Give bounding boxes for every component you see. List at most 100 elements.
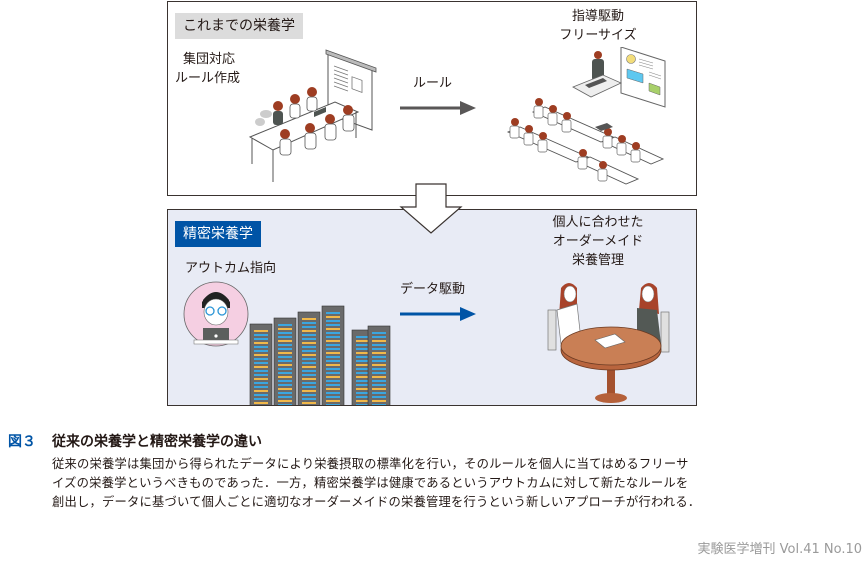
- rule-label: ルール: [413, 76, 453, 91]
- server-led: [356, 392, 370, 394]
- conventional-nutrition-panel: これまでの栄養学 集団対応 ルール作成: [167, 1, 697, 196]
- server-led: [302, 378, 316, 380]
- figure-description: 従来の栄養学は集団から得られたデータにより栄養摂取の標準化を行い，そのルールを個…: [52, 455, 866, 512]
- server-led: [302, 350, 316, 352]
- conventional-nutrition-tag: これまでの栄養学: [175, 13, 303, 39]
- server-led: [326, 316, 340, 318]
- consultation-table-illustration: [547, 283, 670, 403]
- server-led: [302, 322, 316, 324]
- server-led: [356, 340, 370, 342]
- server-led: [372, 344, 386, 346]
- server-led: [278, 356, 292, 358]
- server-led: [278, 328, 292, 330]
- server-led: [326, 372, 340, 374]
- server-led: [326, 388, 340, 390]
- server-led: [356, 364, 370, 366]
- server-led: [326, 376, 340, 378]
- server-led: [356, 368, 370, 370]
- server-led: [326, 404, 340, 405]
- server-led: [278, 368, 292, 370]
- server-led: [302, 398, 316, 400]
- server-led: [254, 398, 268, 400]
- server-led: [372, 384, 386, 386]
- server-led: [302, 394, 316, 396]
- server-led: [356, 336, 370, 338]
- server-led: [326, 392, 340, 394]
- server-led: [356, 348, 370, 350]
- server-led: [356, 396, 370, 398]
- server-led: [302, 330, 316, 332]
- server-led: [372, 388, 386, 390]
- server-led: [254, 346, 268, 348]
- server-led: [278, 332, 292, 334]
- server-led: [254, 366, 268, 368]
- server-led: [372, 380, 386, 382]
- server-led: [326, 340, 340, 342]
- server-led: [302, 346, 316, 348]
- whiteboard-icon: [620, 47, 666, 108]
- server-led: [254, 378, 268, 380]
- server-led: [356, 380, 370, 382]
- server-led: [302, 358, 316, 360]
- server-led: [254, 362, 268, 364]
- guidance-freesize-label: 指導駆動 フリーサイズ: [559, 9, 637, 43]
- server-led: [302, 386, 316, 388]
- caption-line: 創出し，データに基づいて個人ごとに適切なオーダーメイドの栄養管理を行うという新し…: [52, 495, 701, 509]
- figure-number: 図３: [8, 434, 36, 450]
- server-led: [356, 352, 370, 354]
- server-led: [278, 392, 292, 394]
- server-led: [372, 392, 386, 394]
- server-rack: [249, 323, 273, 405]
- server-led: [326, 320, 340, 322]
- server-led: [326, 312, 340, 314]
- classroom-lecture-illustration: [506, 47, 666, 185]
- server-led: [372, 396, 386, 398]
- researcher-and-servers-illustration: [183, 281, 391, 405]
- group-rule-label: 集団対応 ルール作成: [175, 52, 241, 86]
- server-led: [254, 330, 268, 332]
- rule-arrow-icon: [400, 101, 476, 115]
- server-led: [372, 352, 386, 354]
- server-led: [302, 370, 316, 372]
- server-led: [356, 360, 370, 362]
- server-led: [278, 324, 292, 326]
- server-led: [356, 404, 370, 405]
- server-led: [254, 402, 268, 404]
- server-led: [356, 400, 370, 402]
- server-led: [254, 390, 268, 392]
- server-led: [254, 358, 268, 360]
- server-led: [372, 404, 386, 405]
- server-led: [302, 362, 316, 364]
- server-led: [372, 400, 386, 402]
- server-led: [356, 384, 370, 386]
- server-led: [254, 338, 268, 340]
- server-led: [278, 384, 292, 386]
- server-led: [254, 382, 268, 384]
- server-led: [356, 388, 370, 390]
- server-led: [372, 356, 386, 358]
- server-led: [278, 348, 292, 350]
- server-led: [278, 360, 292, 362]
- tailored-nutrition-label: 個人に合わせた オーダーメイド 栄養管理: [552, 215, 644, 268]
- server-led: [278, 344, 292, 346]
- server-led: [326, 348, 340, 350]
- server-led: [302, 402, 316, 404]
- data-driven-label: データ駆動: [400, 282, 466, 297]
- server-led: [326, 328, 340, 330]
- server-led: [302, 374, 316, 376]
- server-led: [254, 354, 268, 356]
- server-led: [326, 380, 340, 382]
- server-led: [278, 404, 292, 405]
- server-led: [326, 352, 340, 354]
- server-led: [356, 376, 370, 378]
- server-led: [254, 374, 268, 376]
- server-led: [254, 350, 268, 352]
- server-led: [326, 364, 340, 366]
- precision-nutrition-panel: 精密栄養学 アウトカム指向 データ駆動 個人に合わせた オーダーメイド 栄養管理: [167, 209, 697, 406]
- server-led: [302, 390, 316, 392]
- researcher-avatar-icon: [183, 281, 249, 347]
- server-led: [302, 366, 316, 368]
- server-led: [302, 354, 316, 356]
- server-led: [356, 356, 370, 358]
- server-led: [326, 400, 340, 402]
